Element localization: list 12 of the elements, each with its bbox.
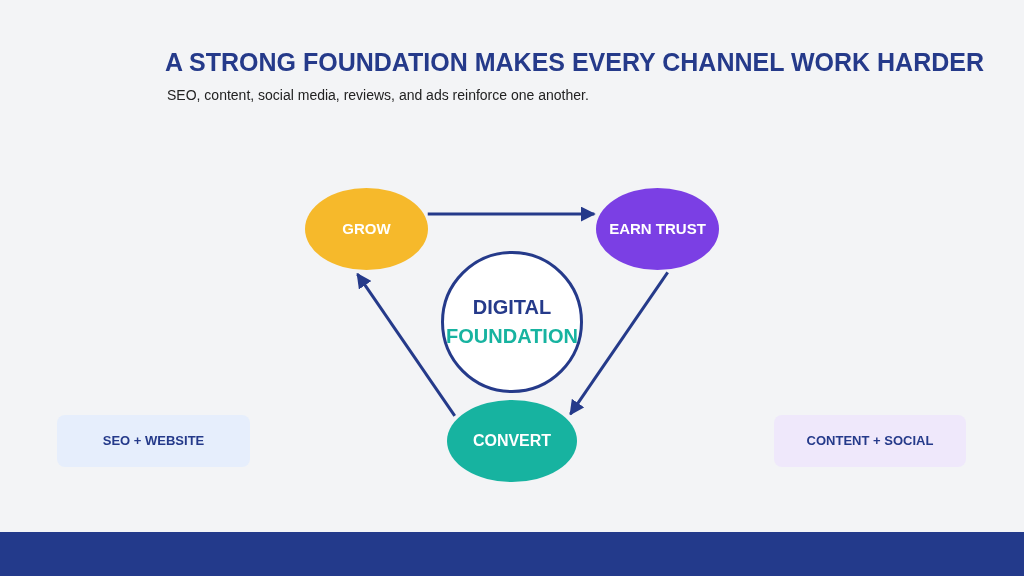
node-label: CONTENT + SOCIAL	[806, 431, 934, 450]
subtitle: SEO, content, social media, reviews, and ads reinforce one another.	[167, 87, 589, 103]
node-label: SEO + WEBSITE	[102, 431, 205, 450]
arrow	[356, 272, 456, 417]
title: A STRONG FOUNDATION MAKES EVERY CHANNEL WORK HARDER	[165, 48, 984, 77]
node-label: DIGITAL	[472, 295, 552, 320]
node-label: EARN TRUST	[609, 219, 706, 240]
arrow	[569, 271, 669, 416]
node-label: FOUNDATION	[446, 324, 578, 349]
node-label: CONVERT	[472, 431, 552, 452]
arrow	[427, 206, 596, 222]
node-label: GROW	[342, 219, 391, 240]
